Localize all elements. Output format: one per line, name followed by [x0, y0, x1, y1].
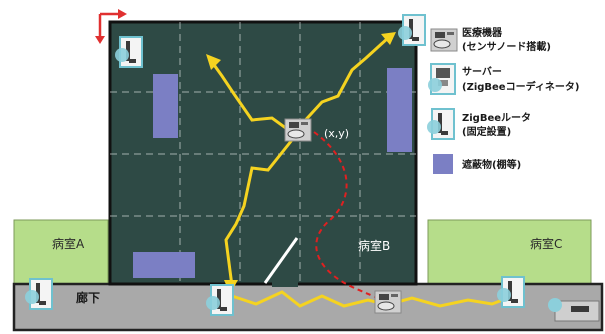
legend: 医療機器 (センサノード搭載) サーバー (ZigBeeコーディネータ) Zig…: [426, 26, 579, 174]
room-a: [13, 219, 109, 287]
zigbee-router-icon: [24, 278, 53, 310]
zigbee-router-icon: [496, 276, 525, 308]
legend-medical-device-title: 医療機器: [462, 26, 503, 39]
legend-router-title: ZigBeeルータ: [462, 112, 531, 124]
obstacle-shelf: [133, 252, 195, 278]
legend-router-desc: (固定設置): [462, 125, 511, 138]
room-a-label: 病室A: [52, 236, 85, 251]
corridor-label: 廊下: [76, 290, 100, 305]
legend-medical-device-desc: (センサノード搭載): [462, 40, 551, 53]
room-b: [108, 20, 418, 286]
axis-arrows-icon: [95, 9, 127, 44]
signal-paths: [210, 36, 509, 308]
door-leaf: [263, 237, 299, 284]
legend-medical-device: 医療機器 (センサノード搭載): [430, 26, 551, 53]
zigbee-router-icon: [114, 36, 143, 68]
sensor-node-icon: [284, 118, 312, 142]
zigbee-router-icon: [205, 284, 234, 316]
sensor-node-icon: [374, 290, 402, 314]
device-position-label: (x,y): [324, 127, 349, 140]
zigbee-router-icon: [426, 108, 455, 140]
legend-obstacle-label: 遮蔽物(棚等): [462, 158, 521, 171]
legend-obstacle: 遮蔽物(棚等): [433, 154, 521, 174]
legend-router: ZigBeeルータ (固定設置): [426, 108, 531, 140]
room-b-label: 病室B: [358, 238, 390, 253]
legend-server-title: サーバー: [462, 66, 502, 78]
device-movement-path: [313, 131, 389, 305]
zigbee-coordinator-icon: [427, 63, 456, 95]
zigbee-router-icon: [397, 14, 426, 46]
legend-server: サーバー (ZigBeeコーディネータ): [427, 63, 579, 95]
room-c: [427, 219, 592, 287]
legend-obstacle-swatch: [433, 154, 453, 174]
obstacle-shelf: [387, 68, 412, 152]
sensor-node-icon: [430, 28, 458, 52]
room-b-doorway: [272, 281, 298, 287]
room-c-label: 病室C: [530, 236, 562, 251]
obstacle-shelf: [153, 74, 178, 138]
zigbee-coordinator-icon: [548, 298, 600, 322]
legend-server-desc: (ZigBeeコーディネータ): [462, 80, 579, 93]
